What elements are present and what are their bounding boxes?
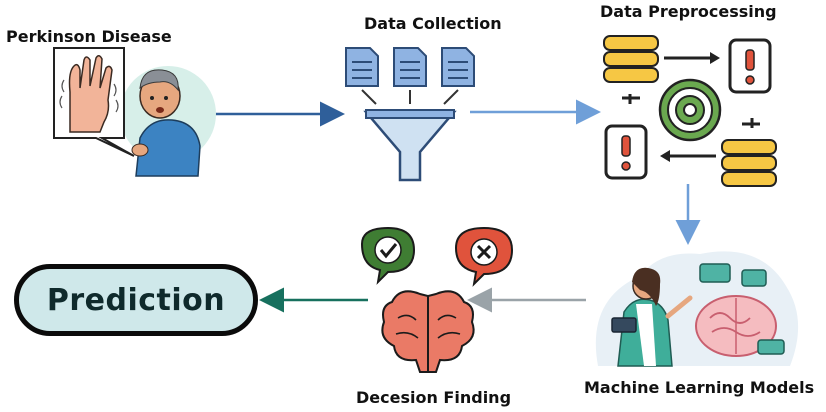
document-icon xyxy=(345,47,379,87)
scientist-brain-hologram-icon xyxy=(595,251,799,367)
server-alert-icon xyxy=(604,124,648,180)
decision-finding-label: Decesion Finding xyxy=(356,388,512,407)
documents-funnel-icon xyxy=(345,47,475,182)
data-preprocessing-label: Data Preprocessing xyxy=(600,2,777,21)
patient-tremor-illustration-icon xyxy=(53,47,216,177)
brain-check-cross-icon xyxy=(360,226,514,373)
gear-icon xyxy=(658,78,722,142)
document-icon xyxy=(441,47,475,87)
check-bubble-icon xyxy=(360,226,416,285)
prediction-node: Prediction xyxy=(14,264,258,336)
brain-hologram-icon xyxy=(695,295,777,357)
funnel-icon xyxy=(363,109,457,182)
machine-learning-models-label: Machine Learning Models xyxy=(584,378,815,397)
server-alert-icon xyxy=(728,38,772,94)
database-icon xyxy=(721,139,777,187)
parkinson-disease-label: Perkinson Disease xyxy=(6,27,172,46)
prediction-label: Prediction xyxy=(46,282,226,318)
database-gear-cycle-icon xyxy=(603,35,777,187)
scientist-icon xyxy=(611,267,693,367)
database-icon xyxy=(603,35,659,83)
document-icon xyxy=(393,47,427,87)
cross-bubble-icon xyxy=(454,226,514,287)
data-collection-label: Data Collection xyxy=(364,14,502,33)
brain-icon xyxy=(381,290,475,373)
